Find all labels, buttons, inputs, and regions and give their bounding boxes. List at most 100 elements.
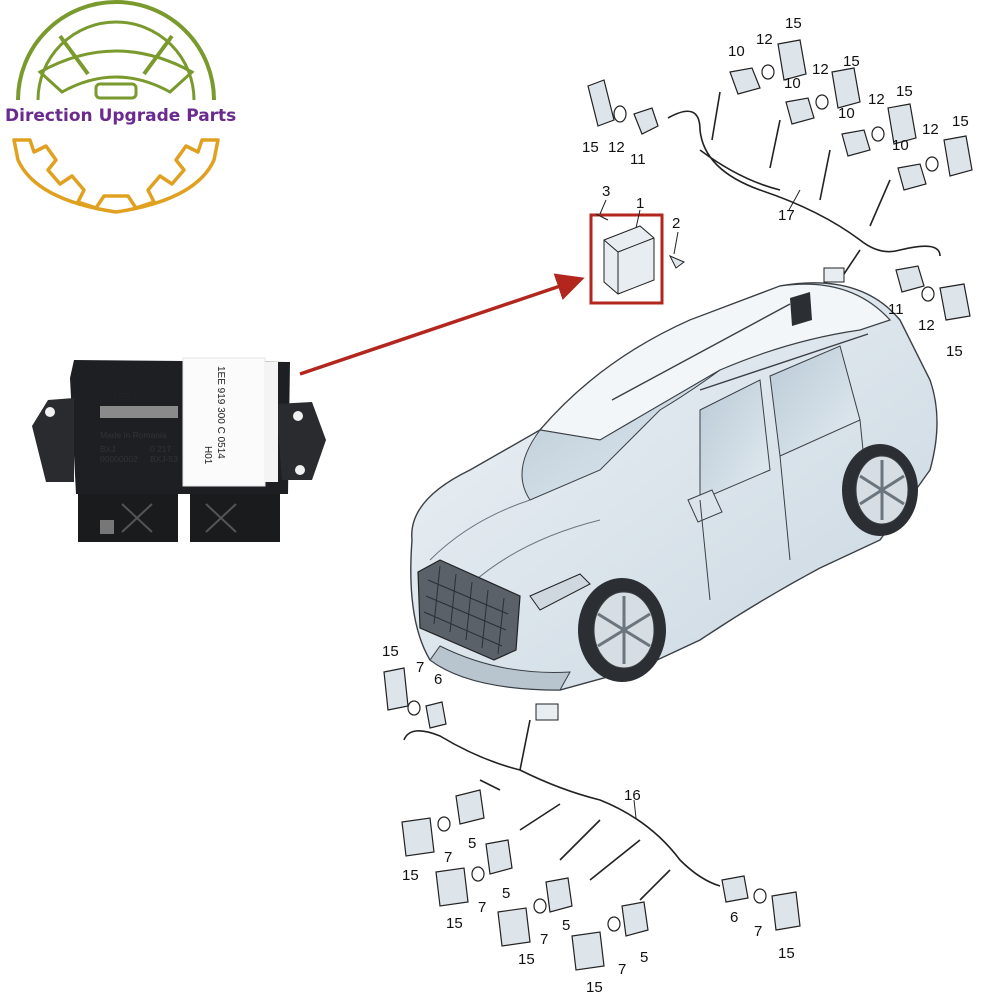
front-sensor-set bbox=[383, 667, 801, 971]
module-text-3: BXJ bbox=[100, 444, 116, 454]
callout-5: 5 bbox=[502, 885, 510, 902]
callout-7: 7 bbox=[618, 961, 626, 978]
callout-15: 15 bbox=[382, 643, 399, 660]
highlight-box bbox=[589, 213, 664, 305]
callout-15: 15 bbox=[446, 915, 463, 932]
callout-12: 12 bbox=[608, 139, 625, 156]
callout-7: 7 bbox=[754, 923, 762, 940]
logo-arc-inner bbox=[36, 20, 196, 101]
module-text-2: Made in Romania bbox=[100, 430, 167, 440]
callout-10: 10 bbox=[784, 75, 801, 92]
callout-12: 12 bbox=[918, 317, 935, 334]
callout-15: 15 bbox=[952, 113, 969, 130]
car-headlight bbox=[529, 573, 591, 611]
clip-2 bbox=[668, 255, 685, 269]
front-wiring-harness bbox=[403, 719, 721, 901]
callout-3: 3 bbox=[602, 183, 610, 200]
callout-5: 5 bbox=[640, 949, 648, 966]
module-text-4: 0 217 bbox=[150, 444, 172, 454]
callout-1: 1 bbox=[636, 195, 644, 212]
callout-10: 10 bbox=[728, 43, 745, 60]
callout-11: 11 bbox=[888, 301, 904, 318]
callout-15: 15 bbox=[946, 343, 963, 360]
callout-15: 15 bbox=[586, 979, 603, 996]
logo-arc-outer bbox=[16, 0, 216, 101]
front-harness-plug bbox=[535, 703, 559, 721]
callout-12: 12 bbox=[868, 91, 885, 108]
car-front-wheel bbox=[578, 578, 666, 682]
car-windshield bbox=[521, 369, 721, 501]
callout-15: 15 bbox=[778, 945, 795, 962]
callout-12: 12 bbox=[922, 121, 939, 138]
callout-7: 7 bbox=[444, 849, 452, 866]
callout-2: 2 bbox=[672, 215, 680, 232]
module-bracket-right bbox=[276, 402, 326, 480]
logo-center-hub bbox=[94, 82, 138, 100]
callout-15: 15 bbox=[518, 951, 535, 968]
car-bumper bbox=[429, 645, 571, 691]
module-bracket-left bbox=[32, 398, 74, 482]
callout-15: 15 bbox=[843, 53, 860, 70]
car-mirror bbox=[687, 489, 723, 523]
leader-lines bbox=[599, 189, 801, 819]
rear-wiring-harness bbox=[667, 91, 941, 281]
connector-qr-code bbox=[100, 520, 114, 534]
car-rear-wheel bbox=[842, 444, 918, 536]
bracket-hole-right bbox=[293, 411, 303, 421]
bracket-hole-right-lower bbox=[295, 465, 305, 475]
module-barcode bbox=[100, 406, 178, 418]
car-hood-lines bbox=[429, 499, 601, 586]
logo-spoke-right bbox=[142, 34, 174, 76]
part-number-label bbox=[182, 357, 266, 487]
module-text-0: 1EE 919 bbox=[112, 392, 151, 403]
callout-15: 15 bbox=[402, 867, 419, 884]
car-roof bbox=[538, 283, 892, 441]
car-grille-mesh bbox=[423, 565, 509, 655]
callout-10: 10 bbox=[892, 137, 909, 154]
product-photo: 1EE 919 1E Made in Romania BXJ 0 217 000… bbox=[32, 357, 326, 542]
callout-15: 15 bbox=[785, 15, 802, 32]
logo-gear bbox=[12, 138, 220, 214]
callout-5: 5 bbox=[468, 835, 476, 852]
rear-harness-plug bbox=[823, 267, 845, 283]
callout-6: 6 bbox=[730, 909, 738, 926]
callout-5: 5 bbox=[562, 917, 570, 934]
pointer-arrow bbox=[299, 273, 585, 376]
callout-10: 10 bbox=[838, 105, 855, 122]
connector-right-latch bbox=[205, 503, 237, 533]
callout-7: 7 bbox=[540, 931, 548, 948]
screw-3 bbox=[595, 213, 609, 221]
part-number-label-edge bbox=[264, 362, 278, 482]
callout-17: 17 bbox=[778, 207, 795, 224]
module-text-5: 00000002 bbox=[100, 454, 138, 464]
logo-spoke-left bbox=[58, 34, 90, 76]
logo-steering-hub bbox=[37, 49, 195, 94]
callout-15: 15 bbox=[896, 83, 913, 100]
module-text-6: BXJ-53 bbox=[150, 454, 178, 464]
control-unit-shape bbox=[603, 225, 655, 295]
callout-12: 12 bbox=[812, 61, 829, 78]
car-roof-rails bbox=[611, 303, 869, 401]
callout-15: 15 bbox=[582, 139, 599, 156]
callout-6: 6 bbox=[434, 671, 442, 688]
connector-right bbox=[190, 494, 280, 542]
callout-7: 7 bbox=[478, 899, 486, 916]
part-revision-text: H01 bbox=[202, 446, 213, 465]
rear-camera-unit bbox=[790, 292, 812, 326]
connector-left bbox=[78, 494, 178, 542]
callout-7: 7 bbox=[416, 659, 424, 676]
control-unit-edges bbox=[603, 237, 655, 294]
callout-12: 12 bbox=[756, 31, 773, 48]
car-side-window-front bbox=[699, 379, 771, 501]
car-illustration bbox=[410, 282, 938, 691]
callout-numbers: 15 12 10 15 12 10 15 12 10 15 12 10 15 1… bbox=[382, 15, 969, 996]
connector-left-latch bbox=[121, 503, 153, 533]
part-number-text: 1EE 919 300 C 0514 bbox=[215, 366, 226, 459]
callout-16: 16 bbox=[624, 787, 641, 804]
brand-name: Direction Upgrade Parts bbox=[5, 106, 237, 126]
rear-sensor-set-top bbox=[587, 39, 973, 321]
control-unit-callout bbox=[589, 213, 685, 305]
callout-11: 11 bbox=[630, 151, 646, 168]
